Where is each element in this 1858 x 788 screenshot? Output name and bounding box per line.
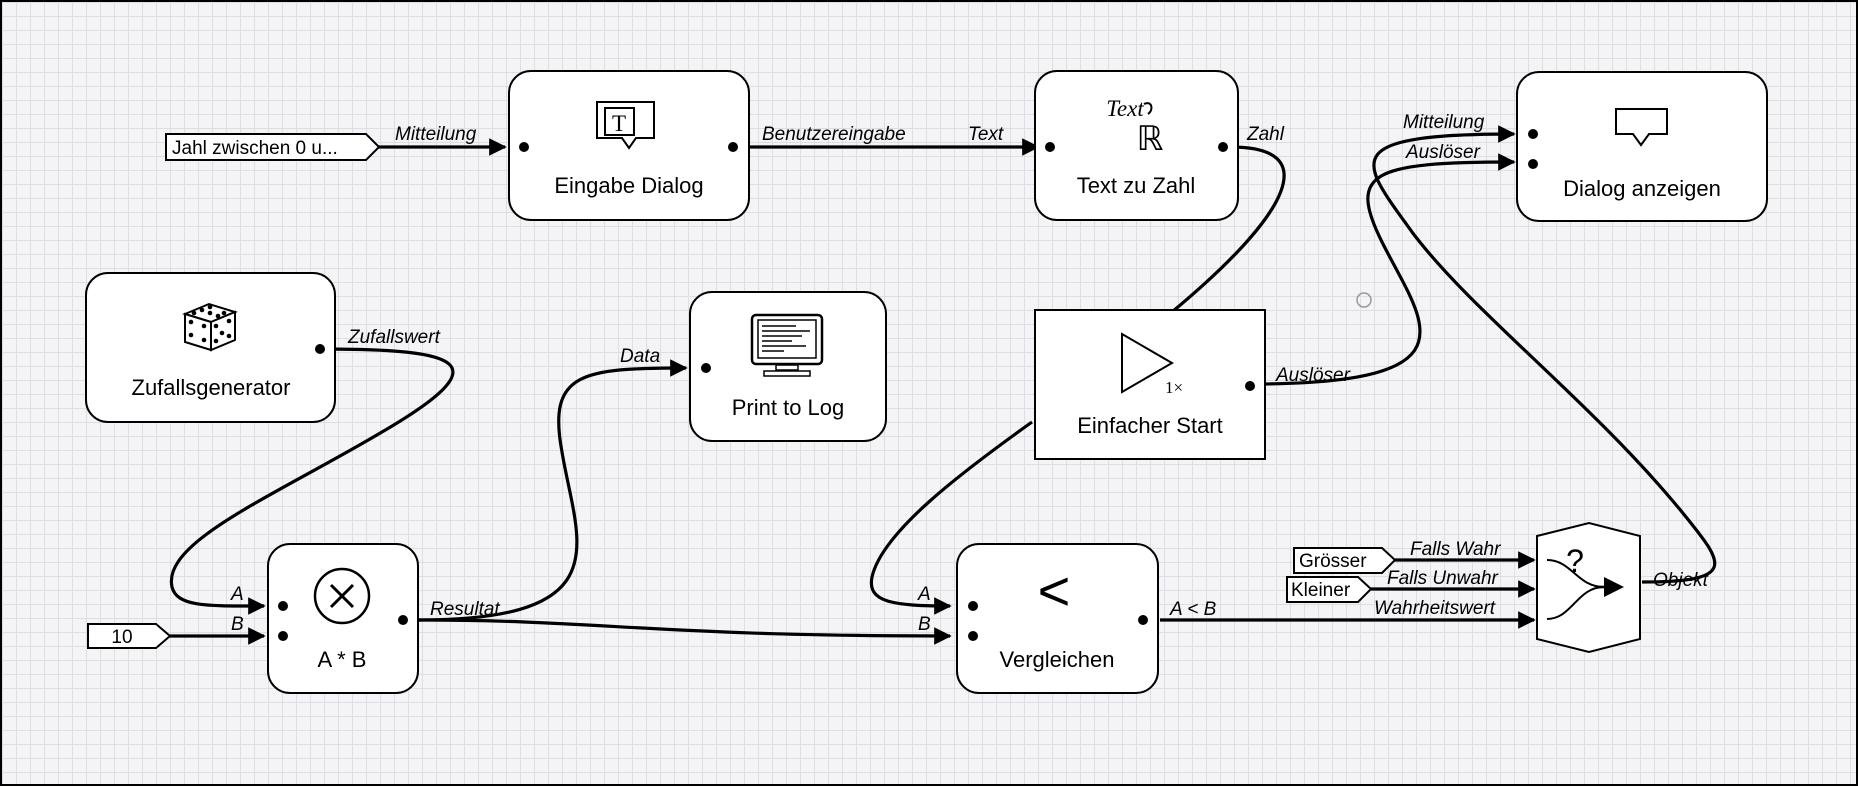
node-text-zu-zahl[interactable]: Text ℝ Text zu Zahl [1034, 70, 1239, 221]
wire-zahl-to-einfacher-start[interactable] [1170, 145, 1286, 314]
port-print-to-log-in[interactable] [701, 363, 711, 373]
port-cmp-out[interactable] [1138, 615, 1148, 625]
const-jahl-text: Jahl zwischen 0 u... [172, 138, 338, 159]
wire-resultat-to-cmp-b[interactable] [418, 618, 952, 645]
node-dialog-anzeigen[interactable]: Dialog anzeigen [1516, 71, 1768, 222]
node-zufallsgenerator-title: Zufallsgenerator [132, 375, 291, 400]
label-mitteilung-in: Mitteilung [395, 124, 477, 145]
node-multiplikation-title: A * B [318, 647, 367, 672]
node-zufallsgenerator[interactable]: Zufallsgenerator [85, 272, 336, 423]
wires [166, 125, 1717, 645]
port-text-zu-zahl-in[interactable] [1045, 142, 1055, 152]
label-resultat: Resultat [430, 599, 500, 620]
port-text-zu-zahl-out[interactable] [1218, 142, 1228, 152]
label-falls-wahr: Falls Wahr [1410, 539, 1501, 560]
svg-text:T: T [612, 111, 626, 136]
port-cmp-b[interactable] [968, 631, 978, 641]
label-falls-unwahr: Falls Unwahr [1387, 568, 1499, 589]
cursor-ring-icon [1356, 292, 1372, 308]
port-dialog-mitteilung[interactable] [1528, 129, 1538, 139]
port-cmp-a[interactable] [968, 601, 978, 611]
node-einfacher-start[interactable]: 1× Einfacher Start [1034, 309, 1266, 460]
label-mul-a: A [230, 584, 244, 605]
wire-objekt-to-dialog-mitteilung[interactable] [1372, 125, 1717, 584]
wire-resultat-to-print-to-log[interactable] [418, 359, 688, 622]
wire-ausloeser-to-dialog[interactable] [1251, 153, 1516, 386]
node-print-to-log[interactable]: Print to Log [689, 291, 887, 442]
port-einfacher-start-out[interactable] [1245, 381, 1255, 391]
real-number-icon: ℝ [1137, 121, 1164, 158]
label-data: Data [620, 346, 660, 367]
node-einfacher-start-title: Einfacher Start [1077, 413, 1223, 438]
port-mul-b[interactable] [278, 631, 288, 641]
port-mul-out[interactable] [398, 615, 408, 625]
node-vergleichen[interactable]: < Vergleichen [956, 543, 1159, 694]
label-ausloeser-dlg: Auslöser [1405, 142, 1481, 163]
node-eingabe-dialog-title: Eingabe Dialog [554, 173, 703, 198]
label-wahrheitswert: Wahrheitswert [1374, 598, 1496, 619]
monitor-icon [750, 313, 824, 377]
const-kleiner[interactable]: Kleiner [1286, 576, 1373, 603]
label-cmp-a: A [917, 584, 931, 605]
const-groesser-text: Grösser [1299, 551, 1367, 572]
const-groesser[interactable]: Grösser [1293, 547, 1397, 574]
label-zahl: Zahl [1246, 124, 1285, 145]
text-zu-zahl-icon-text: Text [1106, 96, 1144, 121]
port-dialog-ausloeser[interactable] [1528, 159, 1538, 169]
multiply-icon [313, 567, 371, 625]
dice-icon [182, 302, 238, 352]
label-text-in: Text [968, 124, 1004, 145]
einfacher-start-icon-sub: 1× [1165, 378, 1183, 397]
label-mul-b: B [231, 614, 244, 635]
label-zufallswert: Zufallswert [347, 327, 441, 348]
port-mul-a[interactable] [278, 601, 288, 611]
node-text-zu-zahl-title: Text zu Zahl [1077, 173, 1196, 198]
node-eingabe-dialog[interactable]: T Eingabe Dialog [508, 70, 750, 221]
const-zehn-text: 10 [111, 627, 132, 648]
port-eingabe-out[interactable] [728, 142, 738, 152]
const-zehn[interactable]: 10 [87, 623, 172, 649]
text-input-dialog-icon: T [596, 101, 655, 150]
label-ausloeser-start: Auslöser [1275, 365, 1351, 386]
node-multiplikation[interactable]: A * B [267, 543, 419, 694]
port-eingabe-in[interactable] [519, 142, 529, 152]
question-branch-icon: ? [1546, 543, 1624, 620]
less-than-icon: < [1038, 559, 1071, 622]
question-mark-symbol: ? [1566, 543, 1584, 579]
label-cmp-b: B [918, 614, 931, 635]
wire-einfacher-start-to-cmp-a[interactable] [869, 420, 1033, 615]
label-mitteilung-dlg: Mitteilung [1403, 112, 1485, 133]
const-kleiner-text: Kleiner [1291, 580, 1351, 601]
play-icon [1121, 332, 1174, 394]
node-print-to-log-title: Print to Log [732, 395, 845, 420]
node-vergleichen-title: Vergleichen [1000, 647, 1115, 672]
label-benutzereingabe: Benutzereingabe [762, 124, 906, 145]
speech-bubble-icon [1615, 108, 1668, 147]
curved-arrow-icon [1143, 102, 1153, 115]
port-labels: Mitteilung Benutzereingabe Text Zahl Mit… [230, 112, 1709, 635]
node-verzweigung[interactable]: ? [1536, 521, 1641, 654]
label-objekt: Objekt [1653, 570, 1709, 591]
const-jahl[interactable]: Jahl zwischen 0 u... [165, 133, 381, 161]
label-cmp-out: A < B [1169, 599, 1217, 620]
wire-zufallswert-to-mul-a[interactable] [169, 347, 455, 615]
node-dialog-anzeigen-title: Dialog anzeigen [1563, 176, 1721, 201]
port-zufallsgenerator-out[interactable] [315, 344, 325, 354]
